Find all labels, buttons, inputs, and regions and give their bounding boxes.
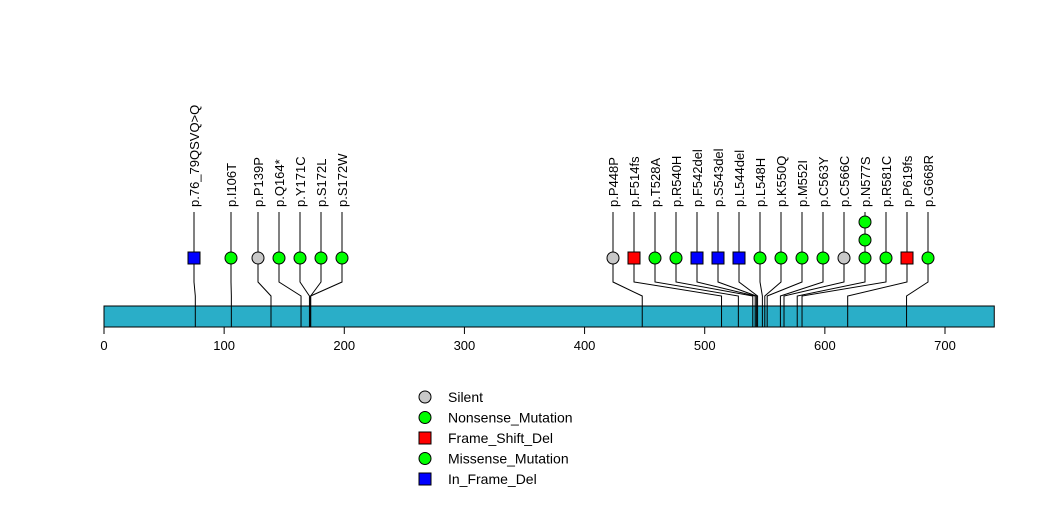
legend-label: Missense_Mutation — [448, 451, 569, 467]
mutation-marker-circle — [858, 233, 872, 247]
mutation-marker-circle — [816, 251, 830, 265]
mutation-marker-circle — [837, 251, 851, 265]
mutation-label: p.K550Q — [774, 156, 789, 207]
mutation-marker-circle — [272, 251, 286, 265]
mutation-label: p.Q164* — [272, 159, 287, 207]
mutation-stem — [299, 212, 310, 327]
mutation-label: p.N577S — [858, 156, 873, 207]
mutation-stem — [633, 212, 723, 327]
legend-label: Frame_Shift_Del — [448, 430, 553, 446]
mutation-stem — [193, 212, 196, 327]
mutation-stem — [766, 212, 803, 327]
mutation-stem — [783, 212, 845, 327]
mutation-marker-square — [711, 251, 725, 265]
mutation-stem — [801, 212, 887, 327]
mutation-label: p.P448P — [606, 157, 621, 207]
mutation-stem — [779, 212, 824, 327]
mutation-stem — [310, 212, 343, 327]
protein-bar — [103, 305, 995, 328]
mutation-label: p.G668R — [921, 155, 936, 207]
mutation-stem — [612, 212, 643, 327]
mutation-marker-square — [690, 251, 704, 265]
mutation-stem — [759, 212, 763, 327]
mutation-stem — [717, 212, 757, 327]
mutation-label: p.P139P — [251, 157, 266, 207]
mutation-stem — [675, 212, 754, 327]
mutation-marker-circle — [224, 251, 238, 265]
x-tick-label: 700 — [934, 338, 956, 353]
mutation-marker-square — [732, 251, 746, 265]
x-tick-label: 0 — [100, 338, 107, 353]
mutation-label: p.76_79QSVQ>Q — [187, 105, 202, 207]
x-tick-label: 500 — [694, 338, 716, 353]
mutation-marker-circle — [921, 251, 935, 265]
mutation-label: p.L544del — [732, 150, 747, 207]
mutation-marker-circle — [879, 251, 893, 265]
legend-label: Nonsense_Mutation — [448, 410, 573, 426]
mutation-marker-circle — [335, 251, 349, 265]
mutation-label: p.C563Y — [816, 156, 831, 207]
mutation-label: p.S172W — [335, 153, 350, 207]
mutation-label: p.S543del — [711, 148, 726, 207]
mutation-marker-circle — [669, 251, 683, 265]
legend-circle-icon — [418, 452, 432, 465]
legend-label: In_Frame_Del — [448, 471, 537, 487]
mutation-label: p.P619fs — [900, 155, 915, 207]
mutation-label: p.L548H — [753, 158, 768, 207]
mutation-marker-square — [900, 251, 914, 265]
mutation-label: p.S172L — [314, 159, 329, 207]
mutation-marker-circle — [314, 251, 328, 265]
mutation-label: p.I106T — [224, 163, 239, 207]
x-tick-label: 100 — [213, 338, 235, 353]
mutation-marker-circle — [251, 251, 265, 265]
mutation-marker-circle — [648, 251, 662, 265]
mutation-label: p.T528A — [648, 158, 663, 207]
mutation-marker-square — [187, 251, 201, 265]
mutation-marker-circle — [858, 251, 872, 265]
mutation-label: p.R581C — [879, 156, 894, 207]
mutation-stem — [764, 212, 782, 327]
mutation-marker-circle — [293, 251, 307, 265]
legend-circle-icon — [418, 411, 432, 424]
mutation-marker-circle — [606, 251, 620, 265]
mutation-stem — [906, 212, 929, 327]
mutation-stem — [278, 212, 302, 327]
mutation-marker-circle — [753, 251, 767, 265]
mutation-stem — [847, 212, 908, 327]
mutation-label: p.C566C — [837, 156, 852, 207]
x-tick-label: 200 — [333, 338, 355, 353]
x-tick-label: 600 — [814, 338, 836, 353]
mutation-label: p.F542del — [690, 149, 705, 207]
mutation-marker-circle — [795, 251, 809, 265]
x-tick-label: 300 — [454, 338, 476, 353]
mutation-label: p.M552I — [795, 160, 810, 207]
mutation-marker-square — [627, 251, 641, 265]
mutation-stem — [796, 212, 866, 327]
legend-square-icon — [418, 431, 432, 445]
x-tick-label: 400 — [574, 338, 596, 353]
mutation-stem — [738, 212, 759, 327]
mutation-label: p.R540H — [669, 156, 684, 207]
mutation-stem — [257, 212, 272, 327]
legend-circle-icon — [418, 390, 432, 404]
legend-square-icon — [418, 472, 432, 486]
mutation-stem — [696, 212, 756, 327]
mutation-label: p.F514fs — [627, 156, 642, 207]
mutation-marker-circle — [858, 215, 872, 229]
legend-label: Silent — [448, 389, 483, 405]
mutation-stem — [654, 212, 739, 327]
mutation-marker-circle — [774, 251, 788, 265]
mutation-label: p.Y171C — [293, 156, 308, 207]
